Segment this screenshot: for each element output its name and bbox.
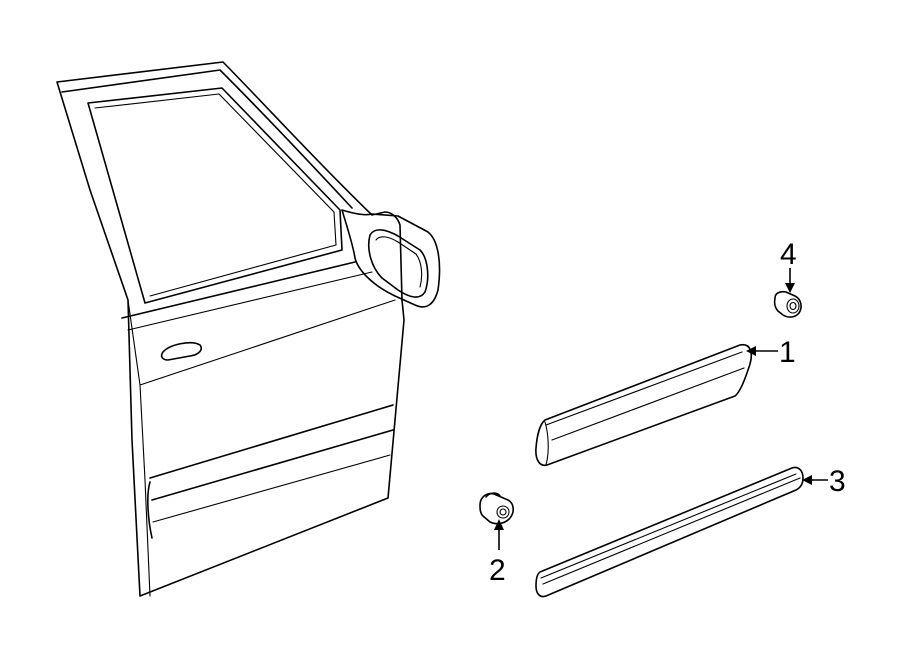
front-door-illustration [56,61,405,597]
part-1-door-moulding [535,343,752,467]
callout-1: 1 [746,336,796,369]
callout-3: 3 [802,465,846,498]
callout-2: 2 [489,519,506,587]
callout-1-label: 1 [779,336,796,369]
callout-3-label: 3 [829,465,846,498]
part-3-lower-moulding [535,466,804,598]
side-mirror-illustration [341,209,441,308]
callout-4: 4 [780,238,797,293]
callout-4-label: 4 [780,238,797,271]
part-4-clip [773,290,802,318]
part-2-nut [479,492,514,525]
callout-2-label: 2 [489,554,506,587]
